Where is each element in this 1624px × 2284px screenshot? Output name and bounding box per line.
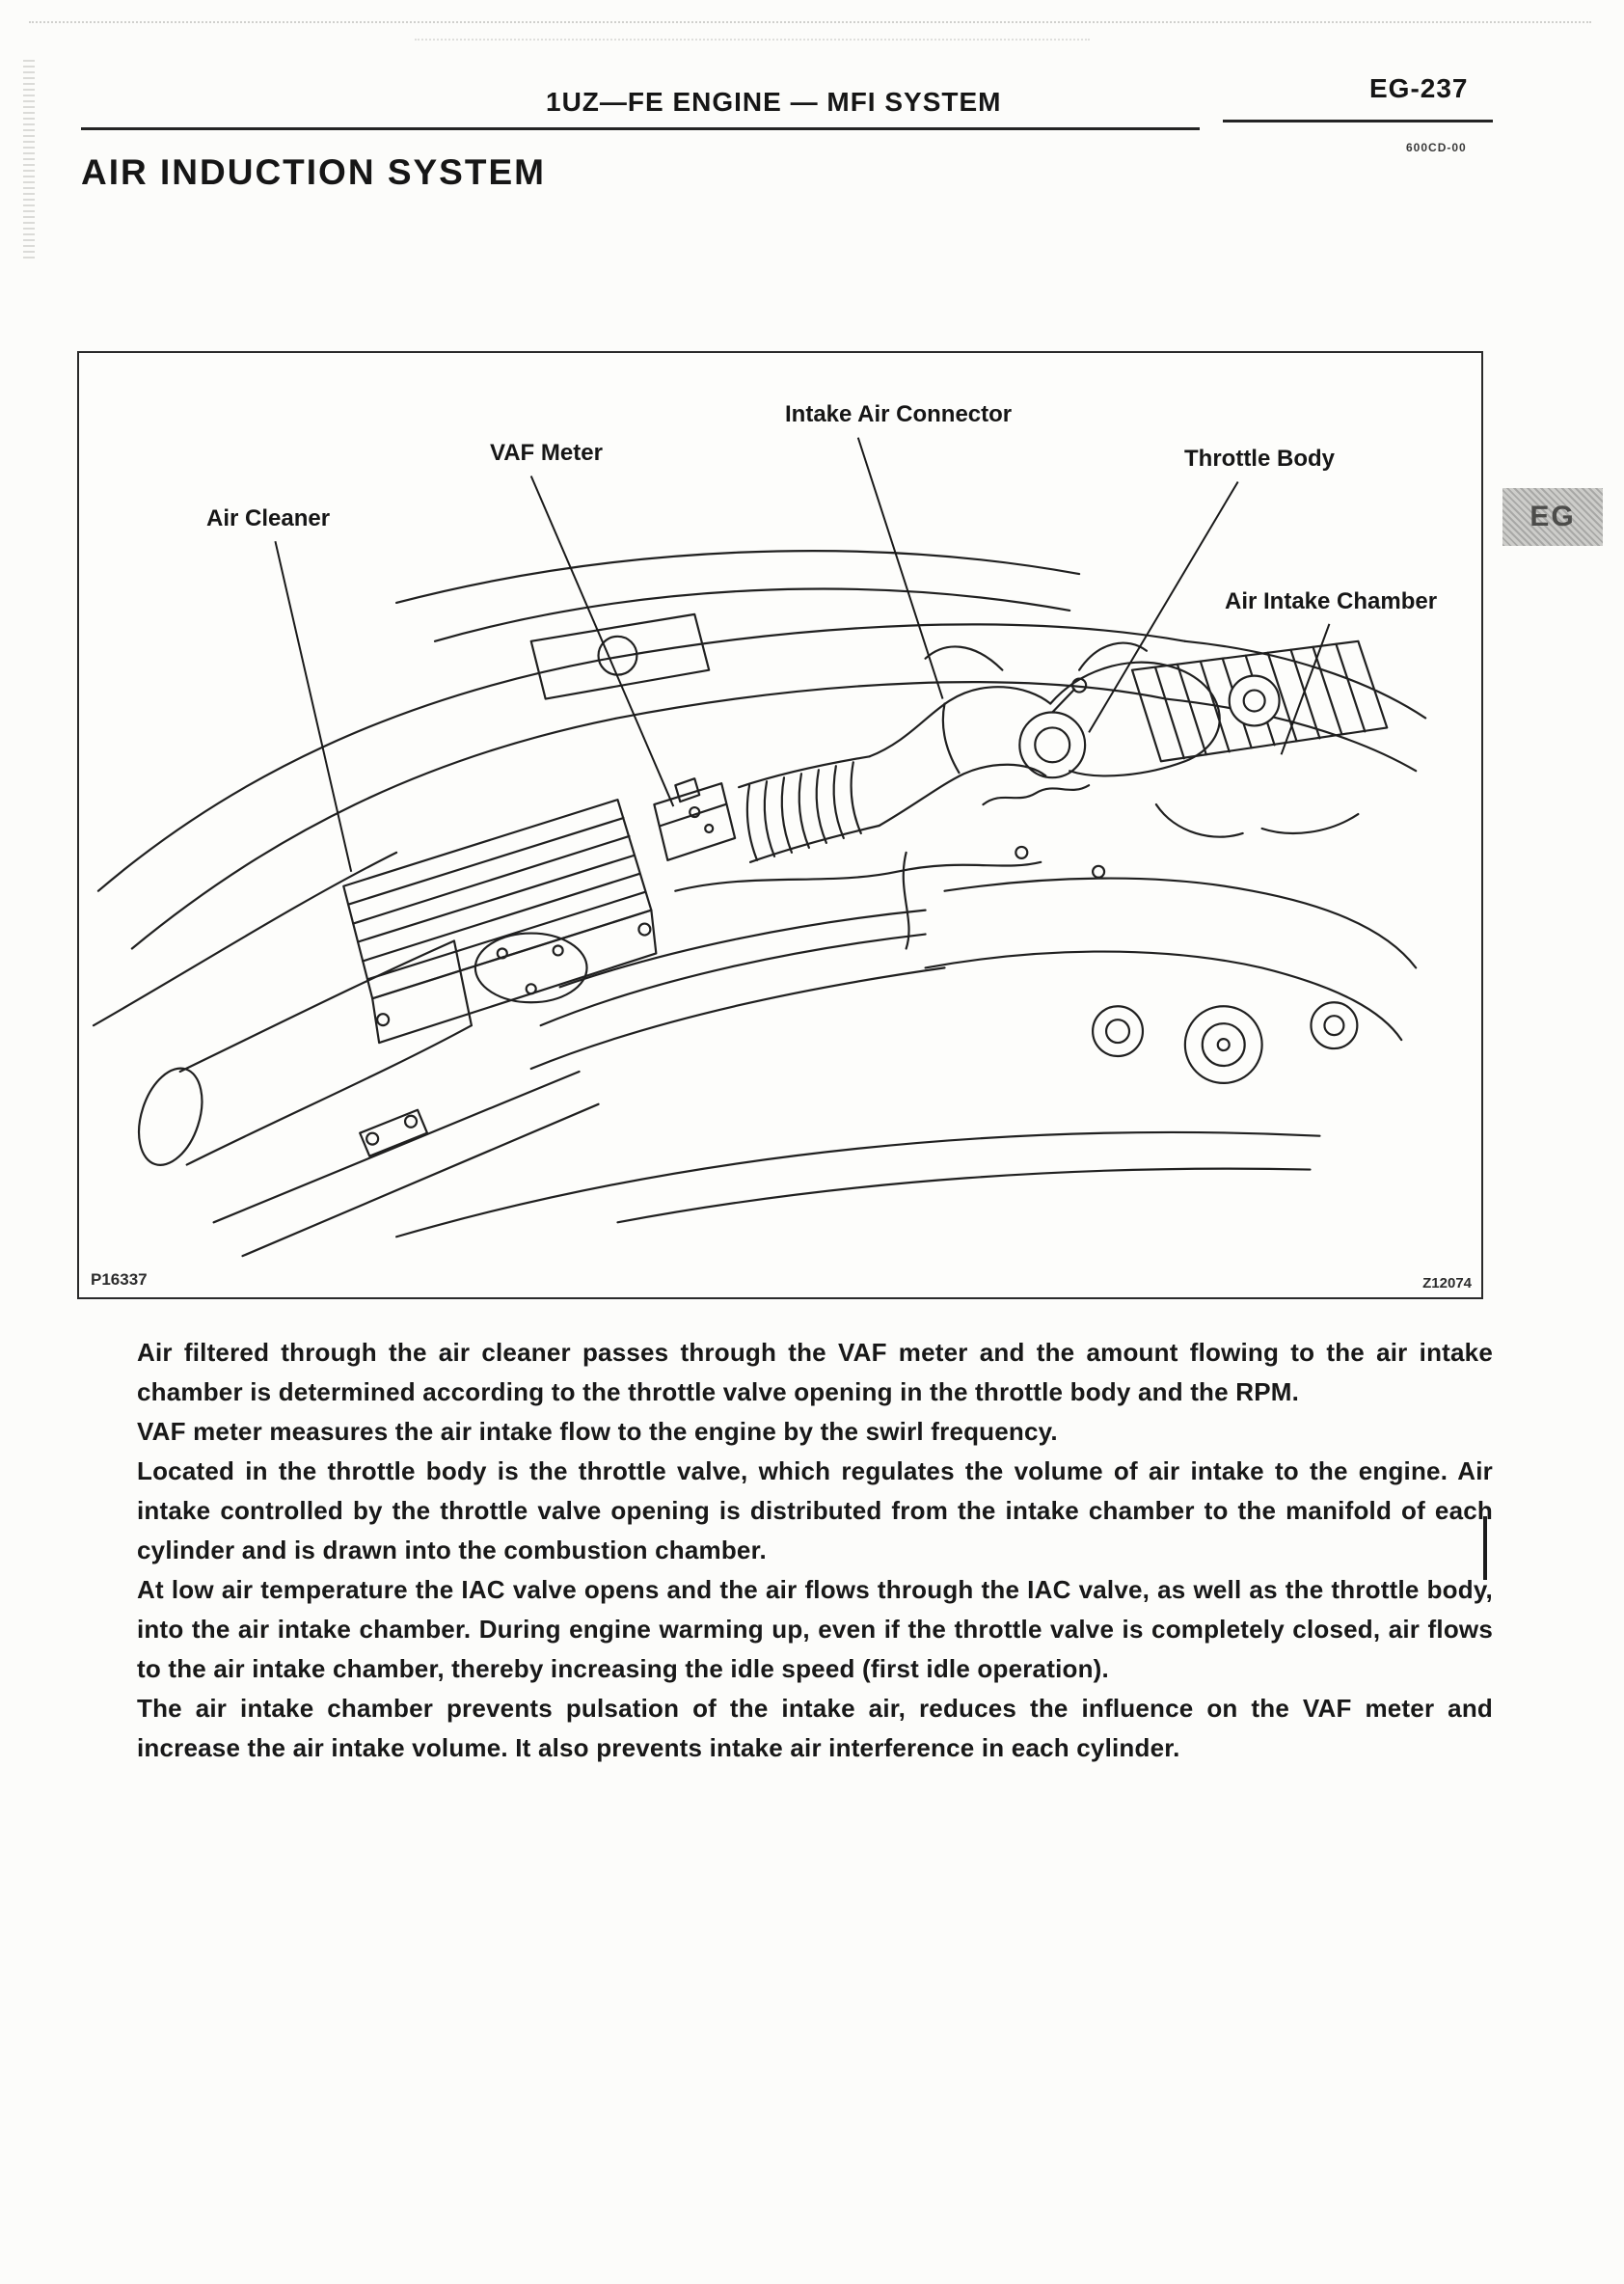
figure-code-right: Z12074 [1422,1275,1472,1292]
figure-label-air-intake-chamber: Air Intake Chamber [1225,588,1438,614]
figure-air-induction-system: Air Cleaner VAF Meter Intake Air Connect… [77,351,1483,1299]
paragraph: At low air temperature the IAC valve ope… [137,1575,1493,1683]
paragraph: Located in the throttle body is the thro… [137,1456,1493,1564]
body-text: Air filtered through the air cleaner pas… [137,1333,1493,1768]
leader-lines [274,437,1331,873]
section-thumb-tab: EG [1502,488,1603,546]
page-header-title: 1UZ—FE ENGINE — MFI SYSTEM [546,87,1002,117]
section-thumb-tab-label: EG [1529,501,1576,532]
doc-code: 600CD-00 [1406,141,1467,154]
scan-artifact-speckle [23,56,35,258]
engine-diagram [92,437,1427,1258]
scan-artifact-line [415,39,1090,41]
margin-mark [1483,1516,1487,1580]
figure-label-air-cleaner: Air Cleaner [206,505,331,531]
header-rule [81,127,1200,130]
figure-label-intake-air-connector: Intake Air Connector [785,401,1013,427]
figure-label-throttle-body: Throttle Body [1184,446,1335,472]
section-title: AIR INDUCTION SYSTEM [81,152,546,192]
header-rule-right [1223,120,1493,122]
figure-label-vaf-meter: VAF Meter [490,440,603,466]
paragraph: VAF meter measures the air intake flow t… [137,1417,1058,1446]
paragraph: The air intake chamber prevents pulsatio… [137,1694,1493,1762]
scan-artifact-line [29,21,1591,23]
paragraph: Air filtered through the air cleaner pas… [137,1338,1493,1406]
page-number: EG-237 [1369,73,1469,103]
figure-code-left: P16337 [91,1270,148,1289]
